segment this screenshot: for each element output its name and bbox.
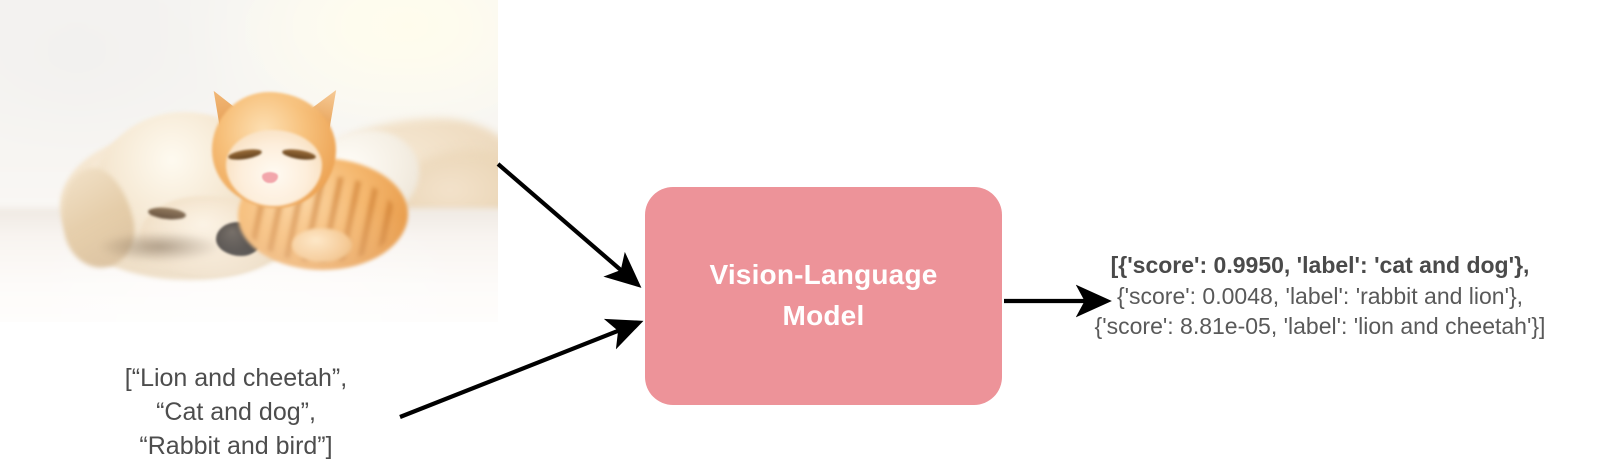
prompt-line-1: [“Lion and cheetah”, [124, 364, 348, 392]
prompt-line-2: “Cat and dog”, [156, 397, 316, 426]
output-line-2: {'score': 0.0048, 'label': 'rabbit and l… [1116, 282, 1524, 309]
model-box-label: Vision-Language Model [709, 259, 938, 331]
model-output-list: [{'score': 0.9950, 'label': 'cat and dog… [1040, 250, 1600, 342]
vision-language-model-box[interactable]: Vision-Language Model [645, 187, 1002, 405]
prompt-line-3: “Rabbit and bird”] [139, 431, 333, 460]
output-line-3: {'score': 8.81e-05, 'label': 'lion and c… [1094, 313, 1546, 340]
text-to-model-arrow [399, 318, 644, 419]
photo-kitten-paw [292, 228, 352, 262]
output-line-1: [{'score': 0.9950, 'label': 'cat and dog… [1110, 252, 1530, 278]
image-to-model-arrow [496, 162, 642, 288]
text-input-prompt-list: [“Lion and cheetah”, “Cat and dog”, “Rab… [106, 362, 366, 463]
input-image [0, 0, 498, 322]
photo-puppy-shadow [100, 232, 220, 262]
